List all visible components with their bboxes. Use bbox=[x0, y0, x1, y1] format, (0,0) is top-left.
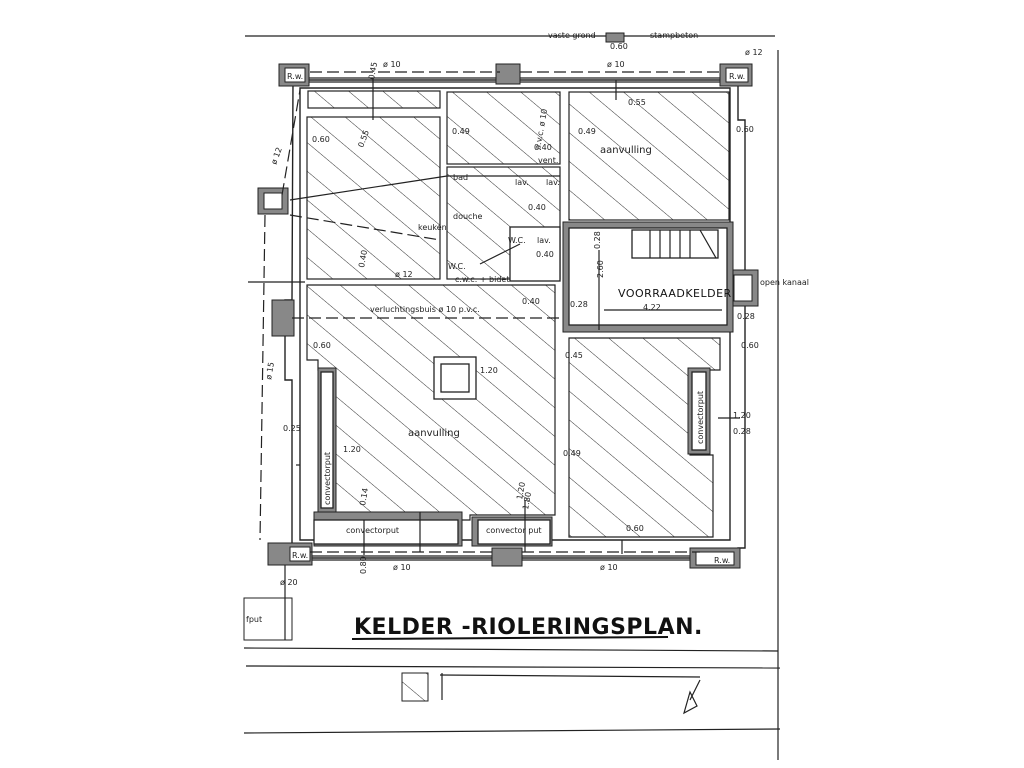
dimension-label: 0.60 bbox=[312, 135, 330, 144]
convectorput-bottom2-label: convector put bbox=[486, 526, 542, 535]
open-kanaal-label: open kanaal bbox=[760, 278, 809, 287]
fixture-wc-2: W.C. bbox=[448, 262, 466, 271]
dimension-label: 0.55 bbox=[628, 98, 646, 107]
fixture-keuken: keuken bbox=[418, 223, 447, 232]
fixture-lav-2: lav. bbox=[546, 178, 560, 187]
dimension-label: 0.45 bbox=[367, 61, 379, 80]
convectorput-right-label: convectorput bbox=[696, 391, 705, 444]
dimension-label: 0.60 bbox=[626, 524, 644, 533]
fixture-wc-bidet: c.w.c. + bidet bbox=[455, 275, 509, 284]
dimension-label: 0.49 bbox=[452, 127, 470, 136]
dimension-label: 1.20 bbox=[515, 481, 527, 500]
drain-pipes bbox=[248, 71, 720, 640]
pipe-label-bottom-right: ø 10 bbox=[600, 563, 618, 572]
fixture-bad: bad bbox=[453, 173, 468, 182]
dimension-label: 1.20 bbox=[733, 411, 751, 420]
dimension-label: 1.20 bbox=[480, 366, 498, 375]
room-keuken bbox=[306, 116, 441, 280]
dimension-label: 0.60 bbox=[736, 125, 754, 134]
drawing-title: KELDER -RIOLERINGSPLAN. bbox=[354, 615, 703, 640]
sheet-divider bbox=[243, 647, 779, 652]
room-label-voorraadkelder: VOORRAADKELDER bbox=[618, 287, 732, 300]
legend-vaste-grond: vaste grond bbox=[548, 31, 596, 40]
legend-swatch bbox=[605, 32, 625, 43]
rooms bbox=[306, 90, 734, 547]
rw-label-tr: R.w. bbox=[729, 72, 745, 81]
pipe-label-left-diag: ø 12 bbox=[269, 146, 283, 166]
pipe-label-top-right: ø 10 bbox=[607, 60, 625, 69]
sheet-bottom-line bbox=[243, 728, 781, 734]
pipe-label-right-corner: ø 12 bbox=[745, 48, 763, 57]
dimension-label: 0.40 bbox=[522, 297, 540, 306]
title-underline bbox=[351, 636, 669, 640]
room-bottom-right bbox=[568, 337, 721, 538]
dimension-label: 0.40 bbox=[536, 250, 554, 259]
convectorput-left-label: convectorput bbox=[323, 452, 332, 505]
dimension-label: 0.40 bbox=[528, 203, 546, 212]
rw-label-bl: R.w. bbox=[292, 551, 308, 560]
pipe-label-mid: ø 12 bbox=[395, 270, 413, 279]
dimension-label: 0.28 bbox=[733, 427, 751, 436]
pipe-label-outlet: ø 20 bbox=[280, 578, 298, 587]
pipe-label-bottom-left: ø 10 bbox=[393, 563, 411, 572]
room-label-aanvulling-top: aanvulling bbox=[600, 145, 652, 156]
pipe-label-top-left: ø 10 bbox=[383, 60, 401, 69]
sheet-divider-2 bbox=[245, 665, 781, 669]
dimension-label: 0.14 bbox=[358, 487, 370, 506]
dimension-label: 0.49 bbox=[563, 449, 581, 458]
room-wc bbox=[509, 226, 561, 282]
fixture-wc-1: W.C. bbox=[508, 236, 526, 245]
fixture-vent: vent. bbox=[538, 156, 558, 165]
fixture-lav-3: lav. bbox=[537, 236, 551, 245]
voorraadkelder-width: 4.22 bbox=[643, 303, 661, 312]
fput-box bbox=[243, 597, 293, 641]
dimension-label: 0.45 bbox=[565, 351, 583, 360]
fixture-douche: douche bbox=[453, 212, 483, 221]
voorraadkelder-depth: 2.60 bbox=[596, 260, 605, 278]
dimension-lines bbox=[296, 78, 740, 555]
convectorput-bottom1-label: convectorput bbox=[346, 526, 399, 535]
stair-treads bbox=[649, 229, 717, 259]
fixture-lav-1: lav. bbox=[515, 178, 529, 187]
dimension-label: 0.80 bbox=[359, 556, 368, 574]
dimension-label: 0.28 bbox=[570, 300, 588, 309]
room-label-aanvulling-mid: aanvulling bbox=[408, 428, 460, 439]
dimension-label: 0.28 bbox=[593, 231, 602, 249]
dimension-label: 0.40 bbox=[534, 143, 552, 152]
room-top-middle bbox=[446, 91, 561, 165]
fput-label: fput bbox=[246, 615, 262, 624]
dimension-label: 1.80 bbox=[521, 491, 533, 510]
legend: vaste grond 0.60 stampbeton bbox=[548, 31, 698, 51]
dimension-label: 1.20 bbox=[343, 445, 361, 454]
dimension-label: 0.60 bbox=[741, 341, 759, 350]
rw-label-br: R.w. bbox=[714, 556, 730, 565]
dimension-label: 0.25 bbox=[283, 424, 301, 433]
legend-stampbeton: stampbeton bbox=[650, 31, 698, 40]
dimension-label: 0.49 bbox=[578, 127, 596, 136]
pipe-label-left-long: ø 15 bbox=[264, 361, 276, 380]
room-top-right bbox=[568, 91, 730, 221]
room-top-strip bbox=[307, 90, 441, 109]
stairs bbox=[631, 229, 719, 259]
ventilation-pipe-label: verluchtingsbuis ø 10 p.v.c. bbox=[370, 305, 480, 314]
dimension-label: 0.28 bbox=[737, 312, 755, 321]
dimension-labels: 0.45 0.55 0.60 0.49 0.40 0.55 0.60 0.49 … bbox=[283, 61, 759, 574]
dimension-label: 0.60 bbox=[313, 341, 331, 350]
lower-sheet-fragment bbox=[401, 672, 701, 715]
rw-label-tl: R.w. bbox=[287, 72, 303, 81]
dimension-label: 0.40 bbox=[357, 249, 369, 268]
legend-value: 0.60 bbox=[610, 42, 628, 51]
